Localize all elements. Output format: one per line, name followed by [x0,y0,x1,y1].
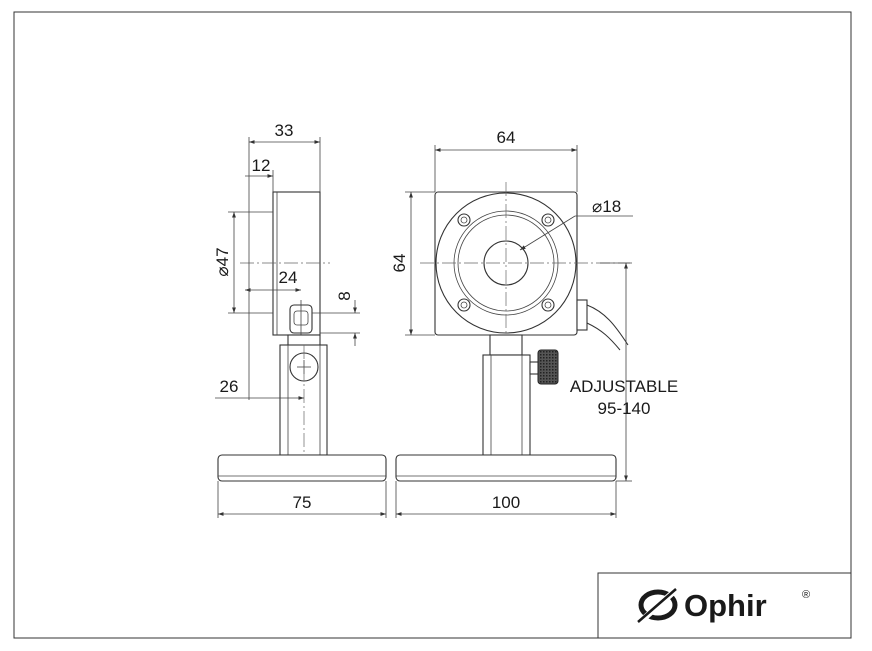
front-base [395,454,617,482]
ophir-logo: Ophir ® [637,585,810,625]
dim-side-diameter: ⌀47 [213,247,232,276]
ophir-swoosh-icon [637,585,681,625]
dim-side-offset: 24 [279,268,298,287]
front-post-clamp [489,334,523,356]
dim-side-depth: 12 [252,156,271,175]
front-dimensions [395,145,633,518]
annotation-adjustable: ADJUSTABLE [570,377,678,396]
logo-registered: ® [802,589,810,601]
front-screws [457,213,555,312]
dim-side-bracket: 8 [335,291,354,300]
front-aperture [483,240,529,286]
front-post [482,354,531,456]
drawing-frame [13,11,852,639]
logo-text: Ophir [684,588,767,623]
dim-side-base: 75 [293,493,312,512]
dim-front-base: 100 [492,493,520,512]
front-adjust-knob [537,349,559,385]
dim-side-width: 33 [275,121,294,140]
side-view [217,191,387,482]
cable [586,304,629,351]
dim-front-height: 64 [390,254,409,273]
dim-side-post: 26 [220,377,239,396]
side-dimensions [215,137,387,518]
side-base [217,454,387,482]
front-view [395,182,630,482]
annotation-range: 95-140 [598,399,651,418]
title-block [597,572,852,639]
cable-strain-relief [576,299,588,331]
dim-aperture: ⌀18 [592,197,621,216]
dim-front-width: 64 [497,128,516,147]
